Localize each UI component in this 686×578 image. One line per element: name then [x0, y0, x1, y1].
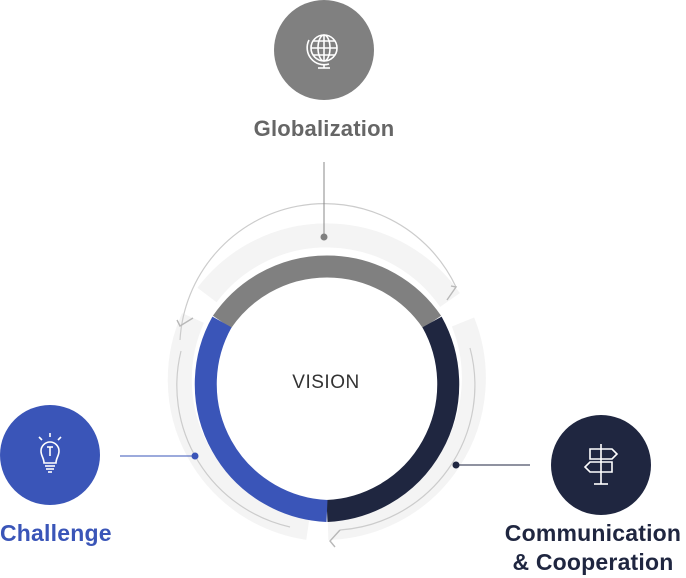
inner-ring-globalization-segment	[212, 255, 442, 329]
cycle-arrowheads	[176, 285, 458, 548]
communication-label-line1: Communication	[504, 520, 682, 546]
signpost-icon	[583, 444, 619, 485]
lightbulb-icon	[38, 433, 62, 473]
inner-ring-communication-segment	[326, 316, 460, 522]
inner-ring	[194, 255, 460, 522]
outer-cycle-ring	[167, 203, 486, 540]
challenge-node	[0, 405, 100, 505]
globalization-node	[274, 0, 374, 100]
vision-center-label: VISION	[292, 372, 360, 393]
communication-label-line2: & Cooperation	[512, 549, 674, 575]
connector-globalization	[320, 162, 328, 241]
communication-node	[551, 415, 651, 515]
inner-ring-challenge-segment	[194, 316, 328, 522]
connector-challenge	[120, 452, 199, 460]
globalization-label: Globalization	[253, 116, 395, 141]
globe-icon	[306, 34, 338, 69]
challenge-label: Challenge	[0, 520, 112, 546]
connector-communication	[452, 461, 530, 469]
communication-cooperation-label: Communication & Cooperation	[500, 519, 686, 577]
